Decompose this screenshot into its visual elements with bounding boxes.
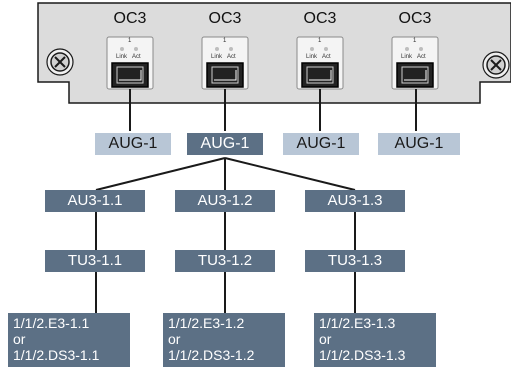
led-act-label: Act (322, 54, 331, 60)
port-socket-2 (201, 36, 249, 90)
port-number: 1 (318, 38, 322, 44)
port-number: 1 (223, 38, 227, 44)
port-socket-3 (296, 36, 344, 90)
leaf-e3-label: 1/1/2.E3-1.1 (13, 315, 90, 331)
led-link-label: Link (401, 54, 413, 60)
au3-node-2: AU3-1.2 (175, 190, 275, 212)
tu3-node-2: TU3-1.2 (175, 250, 275, 272)
led-act (419, 47, 423, 51)
led-act-label: Act (132, 54, 141, 60)
led-act-label: Act (417, 54, 426, 60)
port-number: 1 (128, 38, 132, 44)
led-act (134, 47, 138, 51)
tu3-node-1: TU3-1.1 (45, 250, 145, 272)
leaf-e3-label: 1/1/2.E3-1.3 (319, 315, 396, 331)
led-link-label: Link (116, 54, 128, 60)
aug-node-2: AUG-1 (187, 133, 263, 155)
leaf-or-label: or (13, 331, 26, 347)
led-link-label: Link (211, 54, 223, 60)
led-act (229, 47, 233, 51)
led-link (310, 47, 314, 51)
leaf-node-1: 1/1/2.E3-1.1 or 1/1/2.DS3-1.1 (8, 313, 130, 367)
au3-node-3: AU3-1.3 (305, 190, 405, 212)
port-number: 1 (413, 38, 417, 44)
aug-node-1: AUG-1 (95, 133, 171, 155)
tu3-node-3: TU3-1.3 (305, 250, 405, 272)
leaf-ds3-label: 1/1/2.DS3-1.3 (319, 347, 406, 363)
leaf-node-3: 1/1/2.E3-1.3 or 1/1/2.DS3-1.3 (314, 313, 436, 367)
port-label-2: OC3 (208, 10, 242, 27)
connector-aug-au3-3 (224, 157, 356, 191)
au3-node-1: AU3-1.1 (45, 190, 145, 212)
connector-aug-au3-1 (95, 157, 226, 191)
leaf-ds3-label: 1/1/2.DS3-1.2 (168, 347, 255, 363)
led-act (324, 47, 328, 51)
leaf-or-label: or (168, 331, 181, 347)
port-label-3: OC3 (303, 10, 337, 27)
screw-icon (482, 51, 510, 79)
port-socket-4 (391, 36, 439, 90)
port-label-4: OC3 (398, 10, 432, 27)
aug-node-3: AUG-1 (283, 133, 359, 155)
leaf-node-2: 1/1/2.E3-1.2 or 1/1/2.DS3-1.2 (163, 313, 285, 367)
screw-icon (46, 48, 74, 76)
led-link (215, 47, 219, 51)
led-act-label: Act (227, 54, 236, 60)
port-label-1: OC3 (113, 10, 147, 27)
led-link (405, 47, 409, 51)
leaf-e3-label: 1/1/2.E3-1.2 (168, 315, 245, 331)
leaf-ds3-label: 1/1/2.DS3-1.1 (13, 347, 100, 363)
led-link (120, 47, 124, 51)
leaf-or-label: or (319, 331, 332, 347)
led-link-label: Link (306, 54, 318, 60)
port-socket-1 (106, 36, 154, 90)
aug-node-4: AUG-1 (378, 133, 460, 155)
